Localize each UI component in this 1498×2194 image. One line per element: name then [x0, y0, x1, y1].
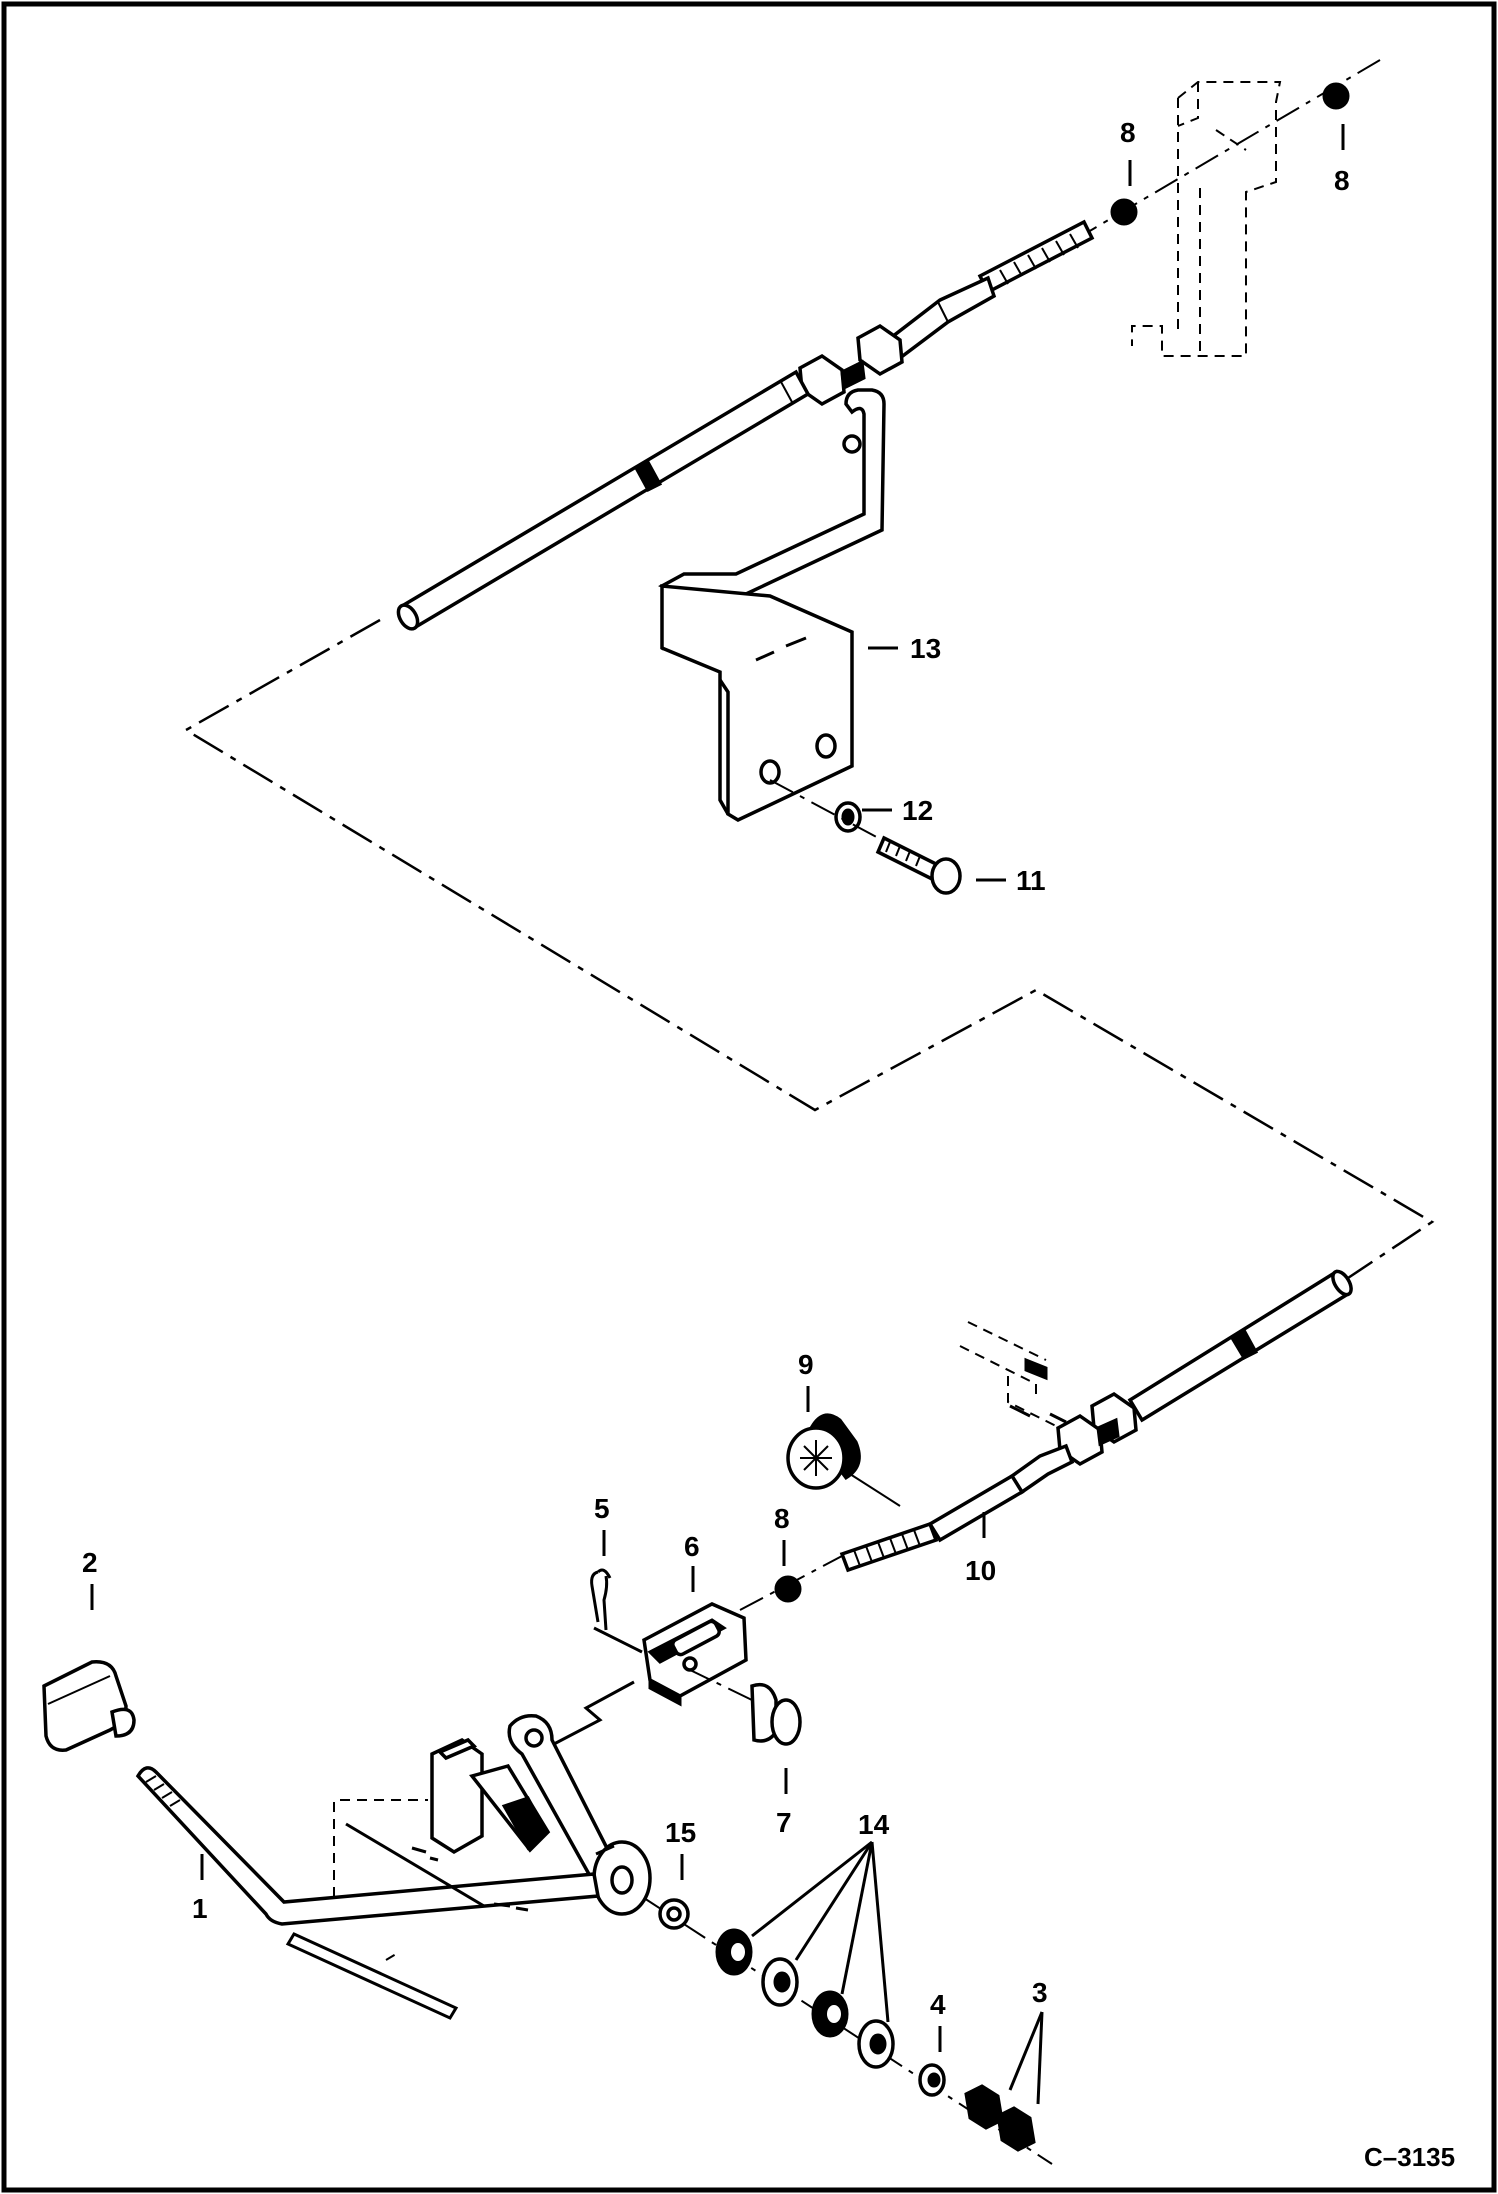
top-nut-8-right	[1322, 82, 1350, 110]
callout-12: 12	[902, 795, 933, 826]
top-nut-8-left	[1110, 198, 1138, 226]
pin-axis	[685, 1667, 753, 1701]
jam-nut-8-bottom	[774, 1575, 802, 1603]
drawing-reference-number: C–3135	[1364, 2142, 1455, 2172]
spring-washer-14-a	[715, 1928, 753, 1976]
ghost-frame-bottom	[959, 1321, 1067, 1429]
spring-washer-14-d	[857, 2019, 895, 2069]
callout-11: 11	[1016, 865, 1046, 896]
lever-hub	[592, 1840, 652, 1916]
nut-3-a	[964, 2084, 1004, 2130]
callout-8-top-left: 8	[1120, 117, 1136, 148]
leader-14	[751, 1840, 890, 2023]
bottom-cable-ferrule	[1009, 1443, 1075, 1495]
callout-6: 6	[684, 1531, 700, 1562]
callout-7: 7	[776, 1807, 792, 1838]
callout-8-bottom: 8	[774, 1503, 790, 1534]
connector-chain-line	[183, 618, 1435, 1282]
callout-15: 15	[665, 1817, 696, 1848]
knob-2	[42, 1660, 136, 1752]
washer-4	[918, 2063, 946, 2097]
top-threaded-rod	[977, 219, 1095, 295]
top-cable-housing	[396, 369, 811, 631]
callout-1: 1	[192, 1893, 208, 1924]
clevis-pin-7	[750, 1682, 802, 1746]
arm-connector-line	[553, 1680, 635, 1746]
lever-stack-axis	[643, 1897, 1053, 2165]
bottom-cable-housing	[1127, 1269, 1353, 1423]
bolt-axis	[769, 779, 883, 841]
nut-3-b	[996, 2106, 1036, 2152]
callout-3: 3	[1032, 1977, 1048, 2008]
callout-2: 2	[82, 1547, 98, 1578]
knurled-nut-9	[786, 1413, 861, 1490]
cable-bracket-13	[658, 388, 886, 822]
spacer-15	[658, 1898, 690, 1930]
lever-arm	[507, 1713, 617, 1879]
cable-10-rod	[927, 1473, 1025, 1543]
ghost-mount-bracket	[1131, 81, 1282, 357]
top-jam-nuts	[798, 323, 904, 407]
top-cable-ferrule	[885, 275, 997, 361]
clevis-guide-line	[593, 1626, 643, 1654]
cotter-pin-5	[590, 1568, 612, 1631]
clevis-6	[642, 1602, 748, 1707]
callout-10: 10	[965, 1555, 996, 1586]
ghost-floor-lines	[285, 1799, 485, 2020]
callout-14: 14	[858, 1809, 890, 1840]
pivot-mount-plate	[430, 1737, 551, 1855]
knurled-nut-lead	[849, 1473, 901, 1507]
bolt-11	[875, 835, 962, 895]
callout-5: 5	[594, 1493, 610, 1524]
spring-washer-14-b	[761, 1957, 799, 2007]
spring-washer-14-c	[811, 1990, 849, 2038]
callout-4: 4	[930, 1989, 946, 2020]
control-lever-1	[135, 1766, 601, 1926]
callout-8-top-right: 8	[1334, 165, 1350, 196]
callout-9: 9	[798, 1349, 814, 1380]
cable-10-thread	[839, 1521, 939, 1573]
callout-13: 13	[910, 633, 941, 664]
leader-3	[1008, 2011, 1044, 2105]
